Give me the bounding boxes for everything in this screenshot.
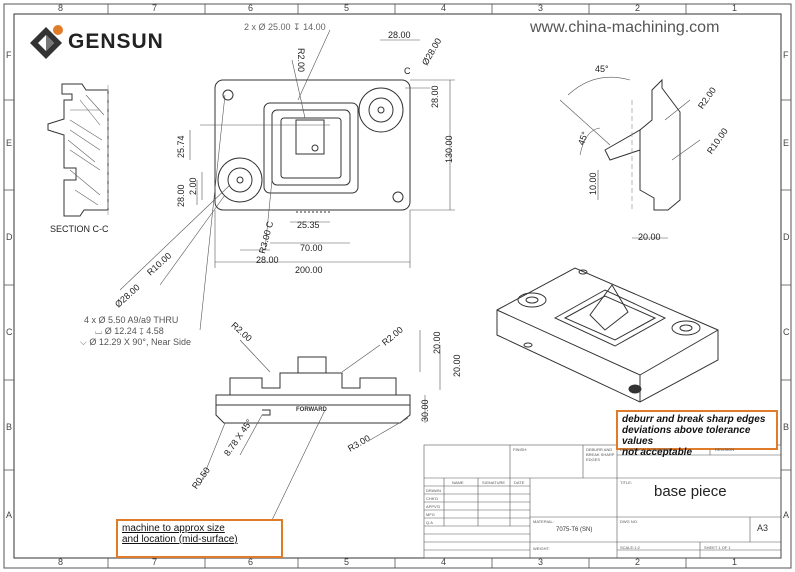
- zone-row-c-right: C: [783, 327, 790, 337]
- zone-col-2-bottom: 2: [635, 557, 641, 567]
- zone-row-e: E: [6, 138, 13, 148]
- tb-deburr: DEBURR AND BREAK SHARP EDGES: [586, 447, 615, 462]
- tb-weight: WEIGHT:: [533, 546, 550, 551]
- tb-scale: SCALE:1:2: [620, 545, 640, 550]
- zone-col-7: 7: [152, 3, 158, 13]
- dim-iso-20: 20.00: [638, 232, 661, 242]
- top-view: [119, 29, 455, 331]
- zone-col-8: 8: [58, 3, 64, 13]
- isometric-view: [496, 267, 719, 403]
- zone-col-1-bottom: 1: [732, 557, 738, 567]
- zone-col-1: 1: [732, 3, 738, 13]
- dim-25-35: 25.35: [297, 220, 320, 230]
- machine-note-line-1: machine to approx size: [122, 523, 225, 534]
- tolerance-note-line-1: deburr and break sharp edges: [622, 414, 766, 425]
- dim-iso-45: 45°: [595, 64, 609, 74]
- dim-front-20b: 20.00: [452, 354, 462, 377]
- dim-70: 70.00: [300, 243, 323, 253]
- tolerance-note-line-3: not acceptable: [622, 447, 693, 458]
- dim-130: 130.00: [444, 135, 454, 163]
- dim-28-left: 28.00: [176, 184, 186, 207]
- zone-row-b: B: [6, 422, 13, 432]
- zone-col-5-bottom: 5: [344, 557, 350, 567]
- tb-row-qa: Q.A: [426, 520, 433, 525]
- gensun-logo-mark: [30, 25, 63, 59]
- zone-row-e-right: E: [783, 138, 790, 148]
- tb-noscale: DO NOT SCALE DRAWING: [620, 447, 671, 452]
- website-url: www.china-machining.com: [530, 19, 720, 36]
- dim-thru-3: ⌵ Ø 12.29 X 90°, Near Side: [80, 337, 191, 347]
- material-value: 7075-T6 (SN): [556, 527, 593, 533]
- zone-col-6-bottom: 6: [248, 557, 254, 567]
- tb-row-appvd: APPV'D: [426, 504, 441, 509]
- brand-name: GENSUN: [68, 30, 164, 53]
- tb-finish: FINISH:: [513, 447, 528, 452]
- forward-label: FORWARD: [296, 407, 327, 413]
- tb-col-name: NAME: [452, 480, 464, 485]
- zone-col-3: 3: [538, 3, 544, 13]
- zone-row-c: C: [6, 327, 13, 337]
- dim-28-bottom: 28.00: [256, 255, 279, 265]
- machine-note-line-2: and location (mid-surface): [122, 534, 238, 545]
- dim-thru-1: 4 x Ø 5.50 A9/a9 THRU: [84, 315, 179, 325]
- zone-row-d-right: D: [783, 232, 790, 242]
- tolerance-note: deburr and break sharp edges deviations …: [616, 410, 778, 458]
- zone-col-4: 4: [441, 3, 447, 13]
- dim-front-20a: 20.00: [432, 331, 442, 354]
- detail-view: [559, 76, 701, 239]
- dim-iso-10: 10.00: [588, 172, 598, 195]
- zone-row-f: F: [6, 50, 12, 60]
- machine-note: machine to approx size and location (mid…: [116, 519, 283, 558]
- zone-col-3-bottom: 3: [538, 557, 544, 567]
- tb-revision: REVISION: [715, 447, 735, 452]
- zone-row-a-right: A: [783, 510, 790, 520]
- tb-col-signature: SIGNATURE: [482, 480, 506, 485]
- tb-row-mfg: MFG: [426, 512, 435, 517]
- sheet-size: A3: [757, 523, 769, 533]
- dim-200: 200.00: [295, 265, 323, 275]
- dim-2: 2.00: [188, 177, 198, 195]
- tolerance-note-line-2: deviations above tolerance values: [622, 425, 751, 447]
- zone-col-7-bottom: 7: [152, 557, 158, 567]
- dim-28-top: 28.00: [388, 30, 411, 40]
- zone-col-8-bottom: 8: [58, 557, 64, 567]
- zone-row-f-right: F: [783, 50, 789, 60]
- zone-ticks: [4, 4, 791, 568]
- section-view: [47, 83, 109, 217]
- outer-border: [3, 3, 792, 569]
- dim-28-right: 28.00: [430, 85, 440, 108]
- tb-sheet: SHEET 1 OF 1: [704, 545, 731, 550]
- section-label: SECTION C-C: [50, 224, 109, 234]
- dim-hole-callout-top: 2 x Ø 25.00 ↧ 14.00: [244, 22, 326, 32]
- zone-col-5: 5: [344, 3, 350, 13]
- dim-thru-2: ⌴ Ø 12.24 ↧ 4.58: [95, 326, 164, 336]
- tb-dwg-header: DWG NO.: [620, 519, 638, 524]
- tb-col-date: DATE: [514, 480, 525, 485]
- zone-row-a: A: [6, 510, 13, 520]
- inner-border: [13, 13, 782, 559]
- title-block-grid: [423, 444, 782, 559]
- dim-r2-top: R2.00: [296, 48, 306, 73]
- dim-front-30: 30.00: [420, 399, 430, 422]
- zone-col-6: 6: [248, 3, 254, 13]
- tb-title-header: TITLE:: [620, 480, 633, 485]
- zone-row-b-right: B: [783, 422, 790, 432]
- zone-col-4-bottom: 4: [441, 557, 447, 567]
- tb-row-drawn: DRAWN: [426, 488, 441, 493]
- tb-row-chkd: CHK'D: [426, 496, 439, 501]
- zone-col-2: 2: [635, 3, 641, 13]
- part-name: base piece: [654, 483, 727, 500]
- tb-material-header: MATERIAL:: [533, 519, 554, 524]
- zone-row-d: D: [6, 232, 13, 242]
- dim-25-74: 25.74: [176, 135, 186, 158]
- dim-c-mark: C: [404, 66, 411, 76]
